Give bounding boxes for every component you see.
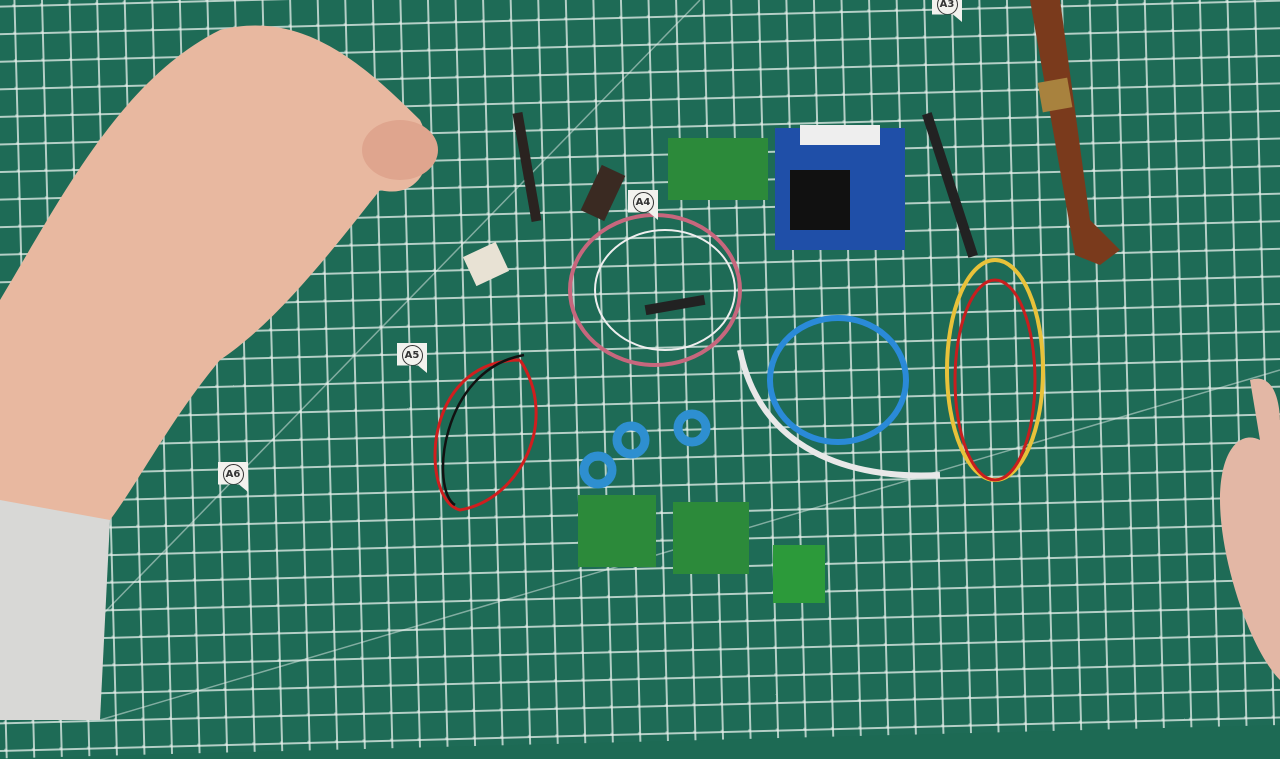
white-wire — [594, 229, 736, 351]
blue-wires — [767, 315, 909, 445]
white-cables — [737, 349, 941, 479]
sleeve — [0, 500, 110, 720]
knife — [1030, 0, 1120, 265]
mat-label-text: A5 — [401, 345, 423, 366]
mat-label-text: A3 — [936, 0, 958, 15]
red-black-wire — [433, 358, 538, 512]
red-cables — [953, 278, 1037, 482]
right-hand — [1220, 378, 1280, 680]
small-board — [462, 241, 510, 287]
pin-header — [580, 164, 626, 222]
sensor-board — [773, 545, 825, 603]
left-hand — [0, 25, 438, 720]
gps-board — [668, 138, 768, 200]
connectors — [800, 125, 880, 145]
toroids — [579, 409, 711, 489]
mat-diagonal — [0, 0, 701, 720]
mat-label-text: A6 — [222, 464, 244, 485]
mat-label-text: A4 — [632, 192, 654, 213]
chip — [790, 170, 850, 230]
pin-header — [922, 112, 978, 258]
sensor-board — [673, 502, 749, 574]
pin-header — [512, 111, 542, 223]
sensor-board — [578, 495, 656, 567]
yellow-cables — [945, 258, 1045, 482]
scene — [0, 0, 1280, 720]
pin-header — [644, 294, 706, 316]
black-wire — [441, 353, 525, 507]
